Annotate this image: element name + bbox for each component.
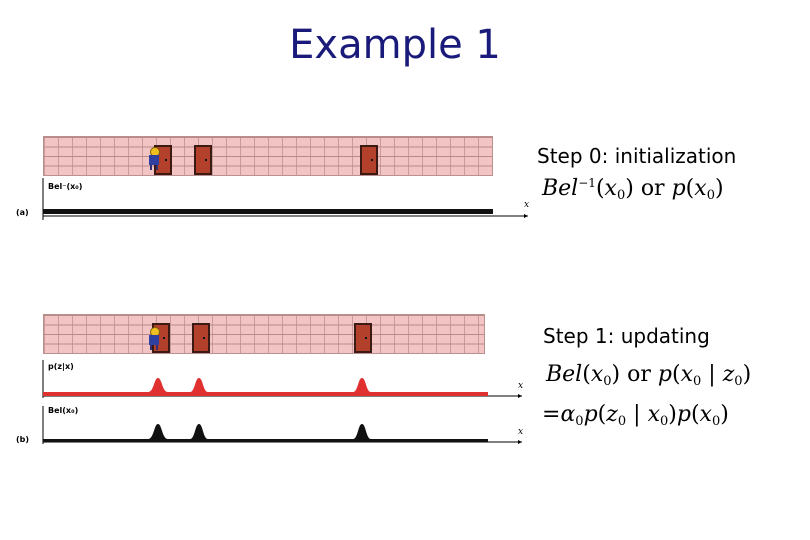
corridor-wall-a	[43, 136, 493, 176]
eq-p2: p	[676, 402, 691, 427]
posterior-area	[43, 424, 488, 442]
likelihood-plot	[42, 360, 522, 398]
eq-p: p	[657, 362, 672, 387]
eq-sub2: 0	[706, 188, 715, 203]
posterior-x-label: x	[518, 427, 524, 437]
panel-a-tag: (a)	[16, 208, 29, 217]
eq-x2sub: 0	[711, 414, 721, 429]
eq-xsub: 0	[659, 414, 669, 429]
eq-equals: =	[542, 402, 561, 427]
eq-arg: x	[604, 176, 617, 201]
eq-or: or	[640, 176, 665, 201]
posterior-y-label: Bel(x₀)	[48, 406, 79, 415]
eq-z: z	[722, 362, 735, 387]
prior-plot	[42, 178, 528, 220]
eq-sub: 0	[616, 188, 626, 203]
step-0-label: Step 0: initialization	[537, 144, 737, 168]
eq-sup: −1	[578, 176, 596, 190]
eq-bel: Bel	[542, 176, 579, 201]
eq-or: or	[627, 362, 651, 387]
eq-x2: x	[699, 402, 712, 427]
likelihood-y-label: p(z|x)	[48, 362, 74, 371]
prior-area	[43, 209, 493, 214]
robot-icon	[148, 327, 162, 350]
eq-arg: x	[590, 362, 604, 387]
door-3	[354, 323, 372, 353]
door-2	[192, 323, 210, 353]
eq-bar: |	[633, 402, 641, 427]
corridor-wall-b	[43, 314, 485, 354]
eq-p: p	[671, 176, 686, 201]
eq-alpha: α	[560, 402, 576, 427]
step-1-label: Step 1: updating	[543, 324, 710, 348]
eq-asub: 0	[575, 414, 584, 429]
door-3	[360, 145, 378, 175]
likelihood-x-label: x	[518, 381, 524, 391]
likelihood-area	[43, 378, 488, 396]
prior-x-label: x	[524, 200, 530, 210]
eq-x: x	[647, 402, 660, 427]
eq-zsub: 0	[617, 414, 627, 429]
eq-zsub: 0	[734, 374, 743, 389]
page-title: Example 1	[289, 22, 501, 68]
eq-bar: |	[708, 362, 716, 387]
posterior-plot	[42, 406, 522, 444]
robot-icon	[148, 147, 162, 170]
eq-bel: Bel	[546, 362, 583, 387]
prior-y-label: Bel⁻(x₀)	[48, 182, 83, 191]
eq-sub: 0	[603, 374, 612, 389]
eq-x: x	[680, 362, 693, 387]
step-1-equation-line1: Bel(x0) or p(x0 | z0)	[546, 362, 752, 389]
eq-xsub: 0	[692, 374, 702, 389]
eq-p1: p	[583, 402, 598, 427]
eq-z: z	[606, 402, 618, 427]
door-2	[194, 145, 212, 175]
step-0-equation: Bel−1(x0) or p(x0)	[542, 176, 724, 203]
panel-b-tag: (b)	[16, 435, 30, 444]
eq-arg2: x	[694, 176, 707, 201]
step-1-equation-line2: =α0p(z0 | x0)p(x0)	[542, 402, 729, 429]
